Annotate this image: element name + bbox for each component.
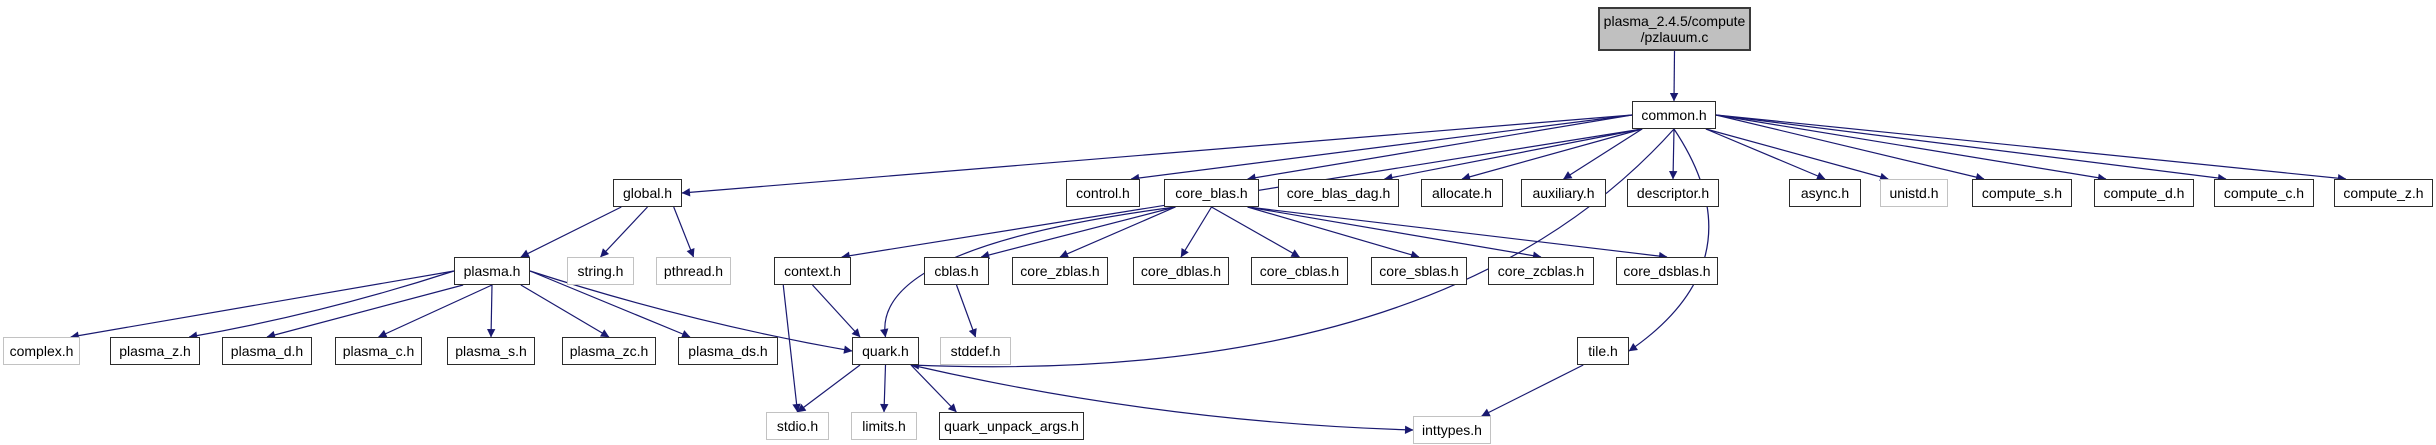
node-pzlauum-c: plasma_2.4.5/compute /pzlauum.c: [1598, 7, 1751, 51]
node-plasma-d-h[interactable]: plasma_d.h: [222, 337, 312, 365]
node-allocate-h[interactable]: allocate.h: [1421, 179, 1503, 207]
edge-cblas-h-to-stddef-h: [955, 284, 977, 338]
edge-global-h-to-pthread-h: [673, 206, 695, 258]
edge-common-h-to-async-h: [1705, 128, 1826, 180]
node-plasma-zc-h[interactable]: plasma_zc.h: [562, 337, 656, 365]
node-context-h[interactable]: context.h: [774, 257, 851, 285]
node-core-dblas-h[interactable]: core_dblas.h: [1133, 257, 1229, 285]
edge-common-h-to-compute-c-h: [1715, 114, 2227, 183]
edge-tile-h-to-inttypes-h: [1481, 364, 1584, 417]
node-tile-h[interactable]: tile.h: [1577, 337, 1629, 365]
edge-plasma-h-to-complex-h: [70, 270, 455, 340]
edge-pzlauum-c-to-common-h: [1669, 50, 1679, 102]
edge-context-h-to-stdio-h: [782, 284, 801, 413]
edge-core-blas-h-to-cblas-h: [980, 206, 1176, 260]
node-core-blas-dag-h[interactable]: core_blas_dag.h: [1278, 179, 1399, 207]
edge-common-h-to-unistd-h: [1705, 128, 1889, 181]
edge-common-h-to-descriptor-h: [1668, 128, 1678, 180]
node-string-h: string.h: [567, 257, 634, 285]
edge-common-h-to-core-blas-h: [1247, 114, 1633, 182]
edge-plasma-h-to-plasma-c-h: [378, 284, 493, 338]
edge-quark-h-to-limits-h: [880, 364, 889, 413]
edge-plasma-h-to-plasma-s-h: [486, 284, 496, 338]
edge-core-blas-h-to-core-dsblas-h: [1247, 206, 1668, 261]
node-core-sblas-h[interactable]: core_sblas.h: [1371, 257, 1467, 285]
node-compute-z-h[interactable]: compute_z.h: [2334, 179, 2433, 207]
node-plasma-h[interactable]: plasma.h: [454, 257, 530, 285]
edge-common-h-to-compute-z-h: [1715, 114, 2347, 183]
node-auxiliary-h[interactable]: auxiliary.h: [1521, 179, 1606, 207]
edge-common-h-to-tile-h: [1628, 128, 1710, 352]
node-stddef-h: stddef.h: [940, 337, 1011, 365]
edge-common-h-to-compute-d-h: [1715, 114, 2107, 182]
edge-common-h-to-allocate-h: [1461, 128, 1643, 181]
edge-core-blas-h-to-core-cblas-h: [1211, 206, 1300, 258]
edge-common-h-to-core-blas-dag-h: [1384, 128, 1643, 182]
node-unistd-h: unistd.h: [1880, 179, 1948, 207]
node-core-blas-h[interactable]: core_blas.h: [1164, 179, 1259, 207]
node-common-h[interactable]: common.h: [1632, 101, 1716, 129]
edge-context-h-to-quark-h: [812, 284, 861, 338]
edge-plasma-h-to-plasma-ds-h: [529, 270, 691, 338]
node-plasma-ds-h[interactable]: plasma_ds.h: [678, 337, 778, 365]
edge-global-h-to-plasma-h: [520, 206, 622, 258]
node-compute-s-h[interactable]: compute_s.h: [1972, 179, 2072, 207]
node-global-h[interactable]: global.h: [613, 179, 682, 207]
node-inttypes-h: inttypes.h: [1413, 416, 1491, 444]
node-plasma-s-h[interactable]: plasma_s.h: [447, 337, 535, 365]
node-stdio-h: stdio.h: [766, 412, 829, 440]
edge-quark-h-to-inttypes-h: [910, 364, 1414, 434]
node-plasma-c-h[interactable]: plasma_c.h: [335, 337, 422, 365]
node-core-zblas-h[interactable]: core_zblas.h: [1012, 257, 1108, 285]
node-complex-h: complex.h: [3, 337, 80, 365]
node-compute-c-h[interactable]: compute_c.h: [2214, 179, 2314, 207]
node-core-zcblas-h[interactable]: core_zcblas.h: [1488, 257, 1594, 285]
edge-common-h-to-compute-s-h: [1715, 114, 1985, 182]
node-core-cblas-h[interactable]: core_cblas.h: [1251, 257, 1348, 285]
edge-global-h-to-string-h: [600, 206, 648, 258]
edge-quark-h-to-quark-unpack-args-h: [910, 364, 957, 413]
edge-quark-h-to-stdio-h: [797, 364, 861, 413]
edge-core-blas-h-to-core-zcblas-h: [1247, 206, 1542, 260]
node-core-dsblas-h[interactable]: core_dsblas.h: [1616, 257, 1718, 285]
node-async-h[interactable]: async.h: [1789, 179, 1861, 207]
node-cblas-h[interactable]: cblas.h: [924, 257, 989, 285]
node-plasma-z-h[interactable]: plasma_z.h: [110, 337, 200, 365]
node-control-h[interactable]: control.h: [1066, 179, 1140, 207]
edge-core-blas-h-to-core-sblas-h: [1247, 206, 1420, 259]
edge-core-blas-h-to-core-zblas-h: [1059, 206, 1176, 258]
node-limits-h: limits.h: [851, 412, 917, 440]
edge-plasma-h-to-plasma-d-h: [266, 284, 464, 340]
node-quark-h[interactable]: quark.h: [852, 337, 919, 365]
edge-core-blas-h-to-core-dblas-h: [1180, 206, 1213, 258]
node-quark-unpack-args-h[interactable]: quark_unpack_args.h: [939, 412, 1084, 440]
node-descriptor-h[interactable]: descriptor.h: [1627, 179, 1719, 207]
edge-plasma-h-to-plasma-zc-h: [520, 284, 610, 338]
node-compute-d-h[interactable]: compute_d.h: [2094, 179, 2194, 207]
edge-common-h-to-control-h: [1130, 114, 1633, 183]
edge-common-h-to-auxiliary-h: [1563, 128, 1643, 180]
node-pthread-h: pthread.h: [656, 257, 731, 285]
edge-common-h-to-global-h: [681, 114, 1633, 197]
edge-plasma-h-to-plasma-z-h: [188, 270, 455, 340]
